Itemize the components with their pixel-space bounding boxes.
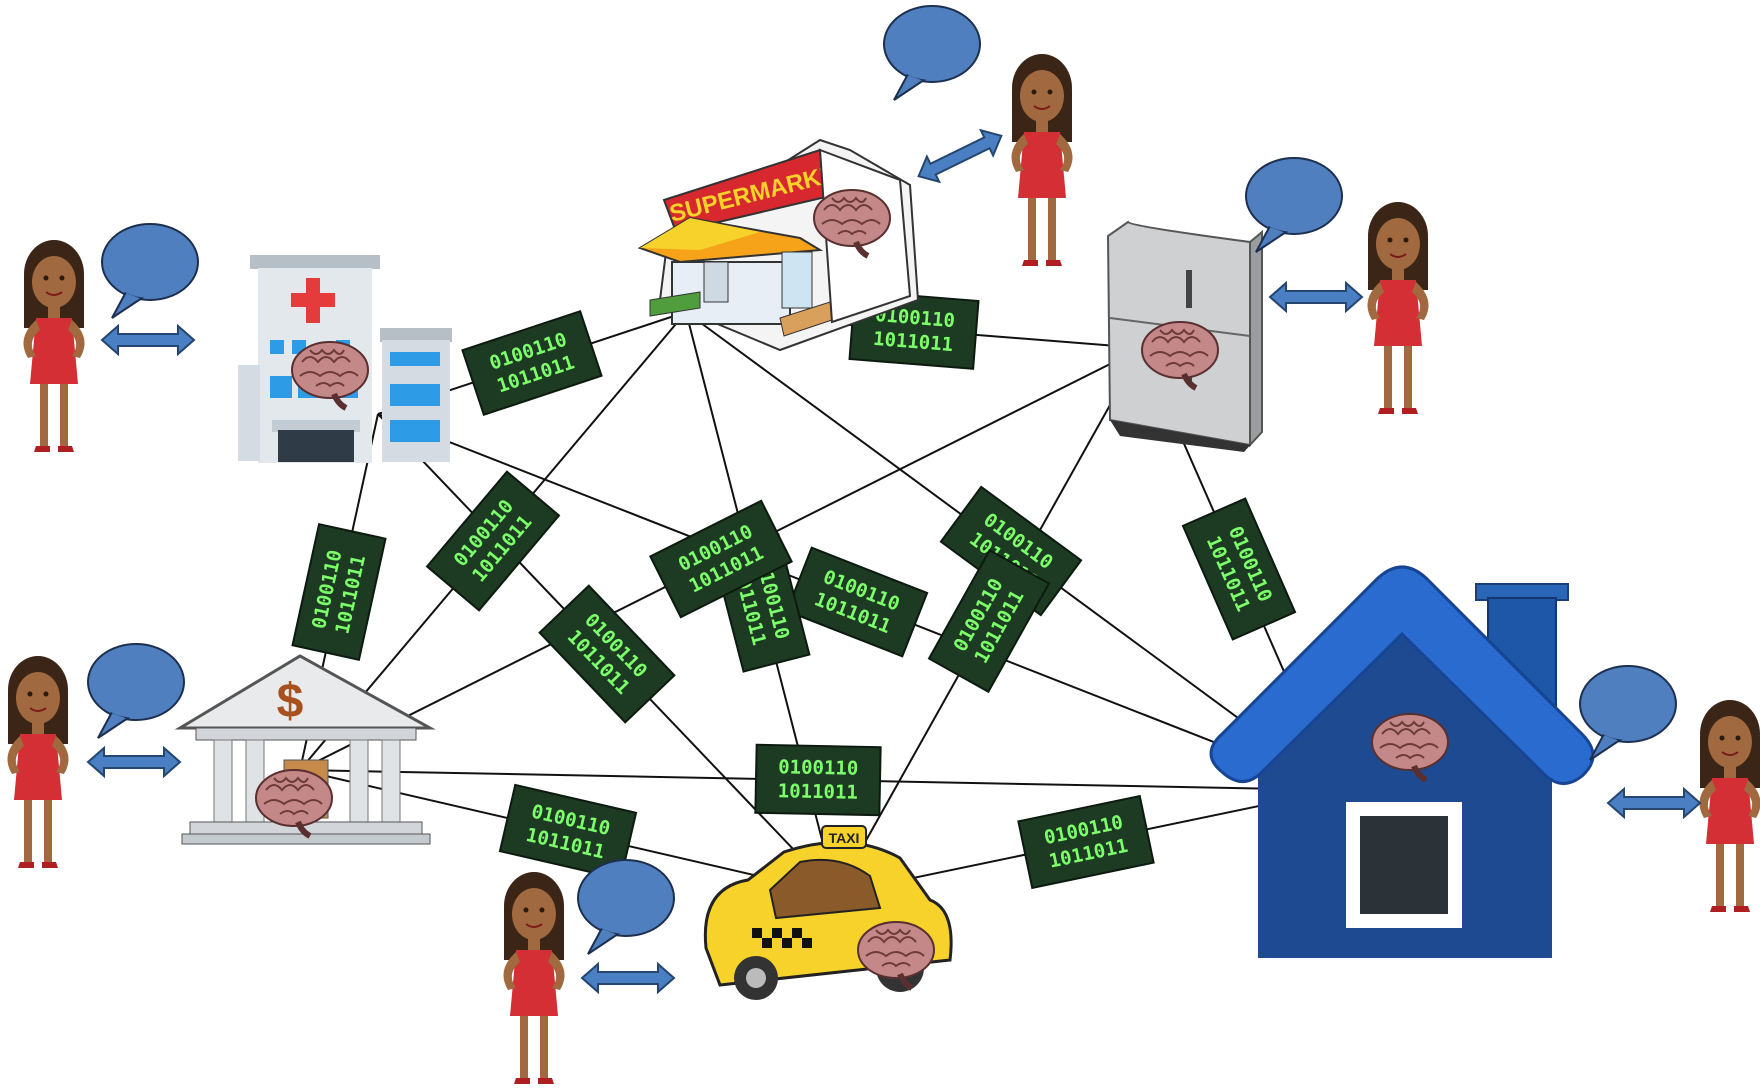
data-packet-bits: 0100110 bbox=[778, 756, 858, 780]
data-packet-bits: 1011011 bbox=[778, 780, 858, 804]
bank-icon: $ bbox=[174, 654, 436, 845]
person-house bbox=[1579, 665, 1760, 913]
bank-sign: $ bbox=[277, 675, 304, 728]
house-icon bbox=[1209, 565, 1595, 958]
taxi-sign: TAXI bbox=[829, 830, 860, 846]
taxi-icon: TAXI bbox=[703, 825, 953, 1000]
fridge-icon bbox=[1106, 220, 1263, 452]
hospital-icon bbox=[238, 255, 452, 463]
person-bank bbox=[6, 643, 185, 869]
person-hospital bbox=[22, 223, 199, 453]
person-fridge bbox=[1245, 157, 1430, 415]
person-taxi bbox=[502, 859, 675, 1085]
